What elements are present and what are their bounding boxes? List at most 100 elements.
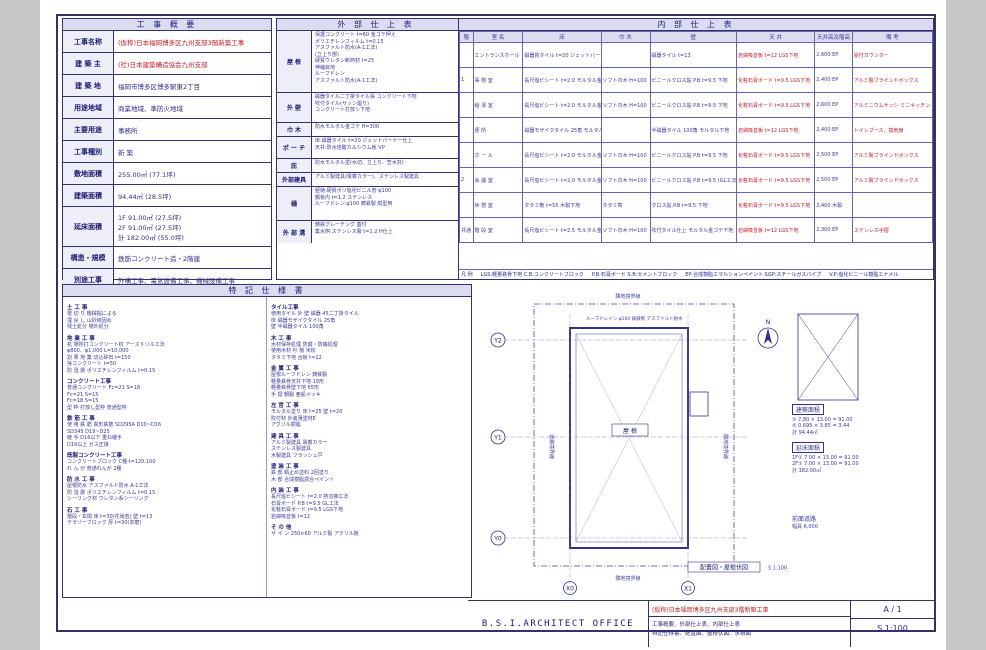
overview-value: 255.00㎡ (77.1坪) [118, 170, 176, 179]
exterior-spec-line: アスファルト防水(A-1工法) [315, 77, 378, 84]
axis-y2-marker [490, 332, 506, 348]
spec-heading: タイル工事 [271, 305, 299, 311]
interior-header: 室 名 [472, 31, 524, 43]
exterior-spec: 防水モルタル塗(水切、立上り、笠木共) [312, 159, 475, 172]
overview-row: 工事種別新 築 [63, 141, 271, 163]
axis-x1-marker [681, 581, 695, 595]
interior-header-row: 階室 名床巾 木壁天 井天井高及階高備 考 [459, 31, 934, 43]
interior-cell-floor [459, 42, 474, 68]
interior-cell-wall: クロス貼 P.B t=9.5 下地 [649, 192, 737, 218]
exterior-row: 巾 木防水モルタル金ゴテ H=300 [277, 123, 475, 137]
legend-item: LGS:軽量鉄骨下地 C.B:コンクリートブロック [480, 272, 584, 278]
interior-cell-base: タタミ寄 [600, 192, 651, 218]
exterior-spec: アルミ製建具(電着カラー)、ステンレス製建具 [312, 173, 475, 186]
exterior-label: 樋 [277, 187, 312, 220]
interior-header: 備 考 [851, 31, 934, 43]
axis-x0-label: X0 [566, 586, 574, 593]
spec-line: 捨コンクリート t=50 [67, 361, 117, 367]
spec-line: 屋根ルーフドレン 鋳鉄製 [271, 372, 328, 378]
interior-cell-wall: 半磁器タイル 100角 モルタル下地 [649, 117, 737, 143]
exterior-spec-line: 硬質ウレタン断熱材 t=25 [315, 58, 375, 64]
axis-x0-marker [563, 581, 577, 595]
bottom-boundary-label: 隣地境界線 [615, 575, 640, 582]
interior-cell-floor-fin: 長尺塩ビシート t=2.0 モルタル金ゴテ下地 [522, 92, 602, 118]
axis-x1-label: X1 [684, 586, 692, 593]
interior-cell-note: アルミニウムサッシ ミニキッチン [851, 92, 934, 118]
spec-line: アルミ製建具 電着カラー [271, 439, 328, 446]
project-name: (仮称)日本福岡博多区九州支部3階新築工事 [649, 601, 850, 617]
interior-cell-wall: ビニールクロス貼 P.B t=9.5 下地 [649, 142, 737, 168]
spec-line: れ ん が 普通れんが 2種 [67, 465, 122, 472]
interior-cell-height: 2,500 EP [814, 142, 853, 168]
exterior-label: 外部建具 [277, 173, 312, 186]
spec-line: テラゾーブロック 厚 t=30(本磨) [67, 520, 142, 526]
spec-heading: 鉄 筋 工 事 [67, 416, 95, 422]
axis-y1-marker [490, 429, 506, 445]
spec-line: Fc=18 S=15 [67, 398, 99, 404]
interior-cell-height: 2,400 EP [814, 117, 853, 143]
plan-scale: S 1:100 [768, 566, 787, 572]
overview-label: 建築面積 [63, 185, 114, 206]
overview-value: (仮称)日本福岡博多区九州支部3階新築工事 [118, 38, 245, 47]
interior-cell-ceiling: 化粧石膏ボード t=9.5 LGS下地 [735, 142, 816, 168]
interior-cell-floor [459, 142, 474, 168]
project-cell: (仮称)日本福岡博多区九州支部3階新築工事 工事概要、外部仕上表、内部仕上表 特… [648, 601, 850, 647]
exterior-label: 外 壁 [277, 93, 312, 122]
spec-heading: 土 工 事 [67, 305, 88, 311]
interior-cell-floor [459, 192, 474, 218]
interior-cell-wall: ビニールクロス貼 P.B t=9.5 下地 [649, 67, 737, 93]
office-name: B.S.I.ARCHITECT OFFICE [481, 619, 635, 629]
exterior-spec: 床:磁器タイル t=20 ジェットバーナー仕上天井:防水珪酸カルシウム板 VP [312, 137, 475, 158]
axis-y0-label: Y0 [493, 536, 502, 543]
specs-title: 特 記 仕 様 書 [63, 285, 471, 297]
exterior-spec: 防水モルタル金ゴテ H=300 [312, 123, 475, 136]
interior-cell-ceiling: 化粧石膏ボード t=9.5 LGS下地 [735, 167, 816, 193]
interior-cell-floor [459, 92, 474, 118]
roof-drain-note: ルーフドレイン φ100 鋳鉄製 アスファルト防水 [586, 315, 683, 322]
overview-label: 構造・規模 [63, 247, 114, 268]
exterior-row: 外部建具アルミ製建具(電着カラー)、ステンレス製建具 [277, 173, 475, 187]
interior-header: 巾 木 [600, 31, 651, 43]
building-area-line: 計 94.44㎡ [792, 430, 818, 436]
interior-cell-wall: ビニールクロス貼 P.B t=9.5 (GL工法) [649, 167, 737, 193]
exterior-spec-line: 磁器タイル二丁掛タイル張 コンクリート下地 [315, 94, 417, 100]
spec-heading: 塗 装 工 事 [271, 464, 299, 470]
interior-cell-base: ソフト巾木 H=100 [600, 217, 651, 243]
interior-header: 壁 [649, 31, 737, 43]
spec-line: 根 切 り 機械掘による [67, 311, 117, 317]
spec-line: 壁 半磁器タイル 100角 [271, 324, 324, 330]
spec-line: 使用タイル 外 壁 磁器 45二丁掛タイル [271, 311, 359, 317]
floor-area-calc-line: 1F① 7.00 × 13.00 = 91.00 [792, 455, 859, 461]
exterior-spec-line: 竪樋:硬質ポリ塩化ビニル管 φ100 [315, 188, 392, 194]
spec-line: 化粧石膏ボード t=9.5 LGS下地 [271, 507, 344, 513]
interior-cell-room: 事 務 室 [472, 67, 524, 93]
interior-cell-floor-fin: 長尺塩ビシート t=2.0 モルタル金ゴテ下地 [522, 67, 602, 93]
spec-line: 防 湿 層 ポリエチレンフィルム t=0.15 [67, 489, 156, 496]
overview-title: 工 事 概 要 [63, 19, 271, 31]
specs-left-column: 土 工 事根 切 り 機械掘による埋 戻 し 山砂締固め残土処分 場外処分地 業… [63, 297, 267, 597]
interior-cell-room: 会 議 室 [472, 167, 524, 193]
exterior-spec-line: 床:磁器タイル t=20 ジェットバーナー仕上 [315, 138, 413, 144]
exterior-label: ポ ー チ [277, 137, 312, 158]
interior-cell-height: 2,300 EP [814, 217, 853, 243]
spec-line: 鉄 部 錆止め塗料 2回塗り [271, 470, 329, 476]
exterior-spec-line: 伸縮目地 [315, 64, 336, 71]
spec-heading: 既製コンクリート工事 [67, 453, 123, 459]
spec-line: 型 枠 打放し型枠 普通型枠 [67, 404, 127, 411]
exterior-row: ポ ー チ床:磁器タイル t=20 ジェットバーナー仕上天井:防水珪酸カルシウム… [277, 137, 475, 159]
spec-line: 杭 場所打コンクリート杭 アースドリル工法 [67, 341, 165, 348]
site-boundary [533, 303, 735, 567]
interior-cell-ceiling: 岩綿吸音板 t=12 LGS下地 [735, 117, 816, 143]
interior-cell-base: ソフト巾木 H=100 [600, 167, 651, 193]
spec-line: 長尺塩ビシート t=2.0 熱溶接工法 [271, 494, 349, 500]
interior-cell-note [851, 192, 934, 218]
exterior-spec-line: 集水桝:ステンレス製 t=1.2 H仕上 [315, 228, 393, 235]
interior-cell-room: エントランスホール [472, 42, 524, 68]
exterior-spec-line: 鋳鉄グレーチング 蓋付 [315, 222, 367, 228]
spec-heading: 建 具 工 事 [271, 433, 299, 440]
interior-cell-base [600, 42, 651, 68]
exterior-spec-line: 天井:防水珪酸カルシウム板 VP [315, 144, 385, 151]
spec-line: 床 磁器モザイクタイル 25角 [271, 317, 336, 324]
